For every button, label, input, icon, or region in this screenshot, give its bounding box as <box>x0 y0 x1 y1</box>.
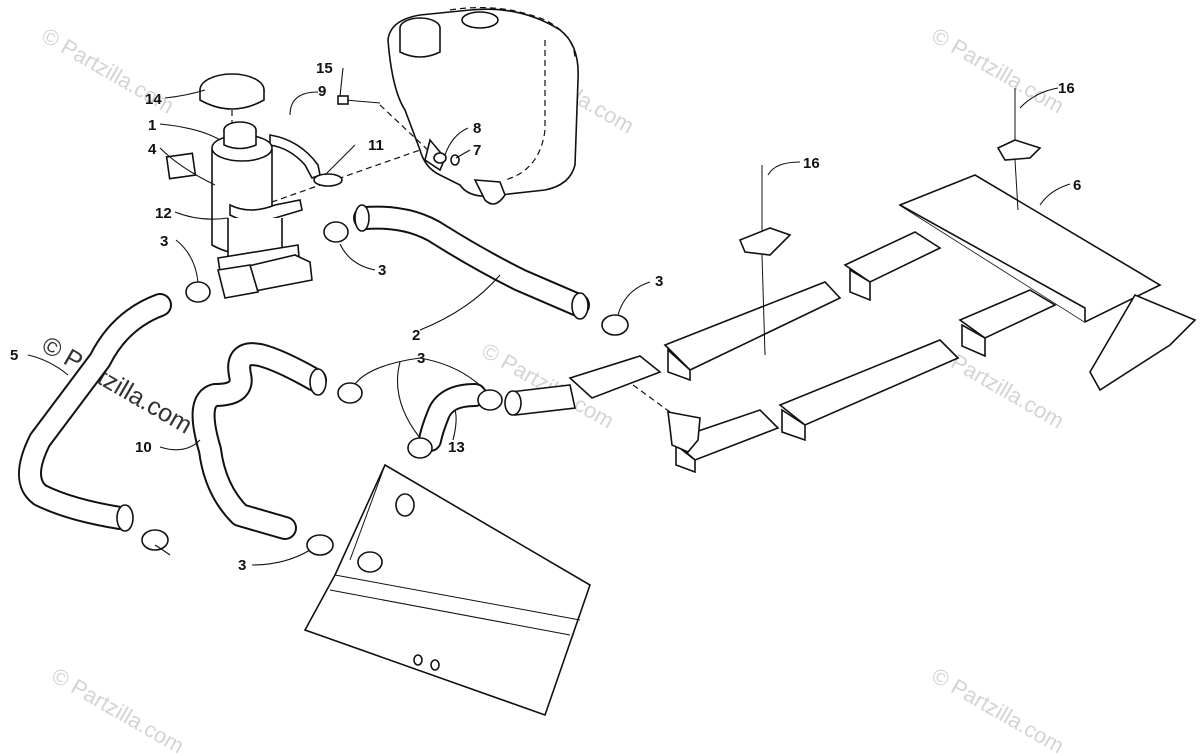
callout-13: 13 <box>448 439 465 456</box>
callout-6: 6 <box>1073 177 1081 194</box>
clamp-1 <box>185 281 211 303</box>
callout-3-c: 3 <box>655 273 663 290</box>
callout-3-a: 3 <box>160 233 168 250</box>
callout-3-b: 3 <box>378 262 386 279</box>
callout-3-e: 3 <box>238 557 246 574</box>
middle-hose <box>191 342 327 540</box>
callout-2: 2 <box>412 327 420 344</box>
callout-5: 5 <box>10 347 18 364</box>
connector-tube <box>504 384 576 416</box>
hose-clamps <box>141 221 629 556</box>
callout-11: 11 <box>368 137 384 154</box>
callout-16-b: 16 <box>1058 80 1075 97</box>
clamp-6 <box>407 437 433 459</box>
reservoir-bottle <box>211 121 313 299</box>
rear-heat-exchangers <box>568 174 1197 474</box>
radiator-cap <box>199 73 265 128</box>
coolant-tank <box>387 6 579 205</box>
clamp-8 <box>306 534 334 556</box>
front-heat-exchanger <box>303 463 591 717</box>
callout-12: 12 <box>155 205 172 222</box>
watermark-bottom-right: © Partzilla.com <box>928 663 1069 754</box>
clamp-4 <box>337 382 363 404</box>
upper-hose <box>353 204 590 320</box>
clamp-5 <box>477 389 503 411</box>
elbow-hose <box>418 383 487 452</box>
callout-9: 9 <box>318 83 326 100</box>
clamp-2 <box>323 221 349 243</box>
callout-15: 15 <box>316 60 333 77</box>
overflow-tube <box>269 134 343 187</box>
callouts: 14 1 4 12 3 15 9 8 7 11 3 3 2 3 13 5 10 … <box>10 60 1081 574</box>
watermark-top-right: © Partzilla.com <box>928 23 1069 119</box>
callout-1: 1 <box>148 117 156 134</box>
bracket-and-bolt-left <box>738 165 792 356</box>
callout-10: 10 <box>135 439 152 456</box>
callout-4: 4 <box>148 141 157 158</box>
callout-8: 8 <box>473 120 481 137</box>
left-hose <box>18 293 172 532</box>
leader-lines <box>27 67 1071 566</box>
watermark-bottom-left: © Partzilla.com <box>48 663 189 754</box>
clamp-7 <box>141 529 169 551</box>
callout-14: 14 <box>145 91 162 108</box>
callout-16-a: 16 <box>803 155 820 172</box>
bracket-and-bolt-right <box>996 88 1042 211</box>
clamp-3 <box>601 314 629 336</box>
callout-3-d: 3 <box>417 350 425 367</box>
callout-7: 7 <box>473 142 481 159</box>
